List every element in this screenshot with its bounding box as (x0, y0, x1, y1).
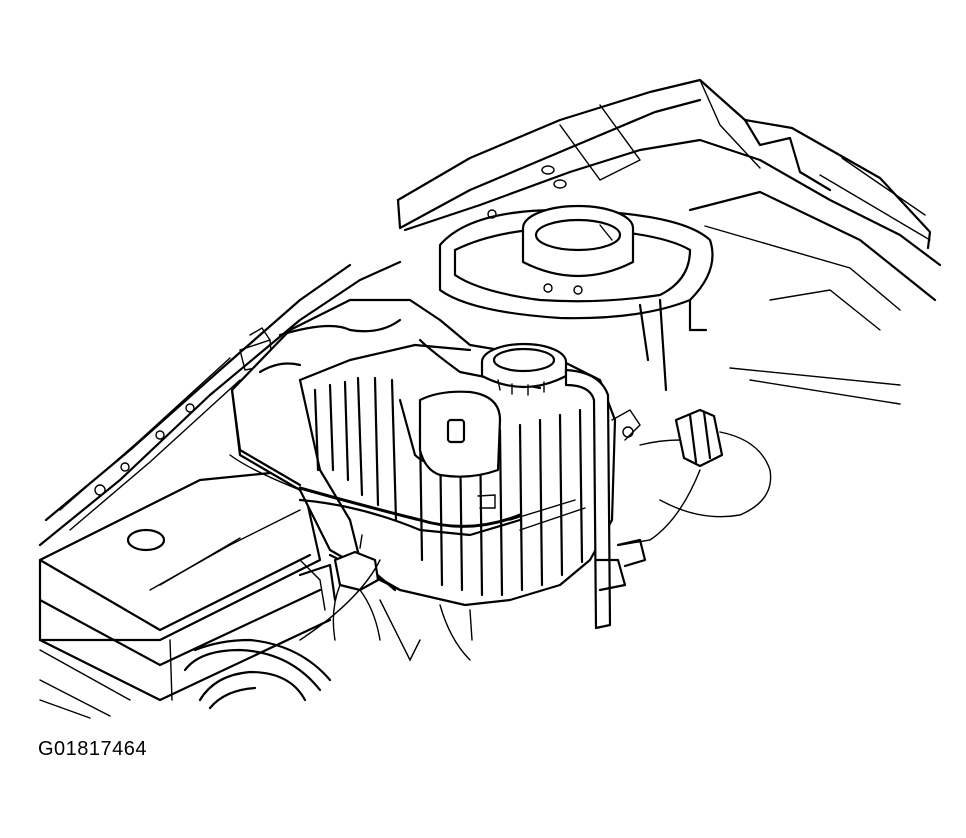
figure-code: G01817464 (38, 738, 148, 760)
wiring (229, 454, 473, 662)
reservoir-cap (480, 342, 568, 396)
battery (38, 468, 337, 719)
fender-rail (38, 260, 402, 547)
lower-pulley (183, 638, 332, 710)
overflow-hose (564, 368, 647, 630)
air-cleaner-housing (438, 204, 714, 392)
cowl-panel (396, 78, 942, 405)
level-sensor-connector (619, 408, 772, 546)
